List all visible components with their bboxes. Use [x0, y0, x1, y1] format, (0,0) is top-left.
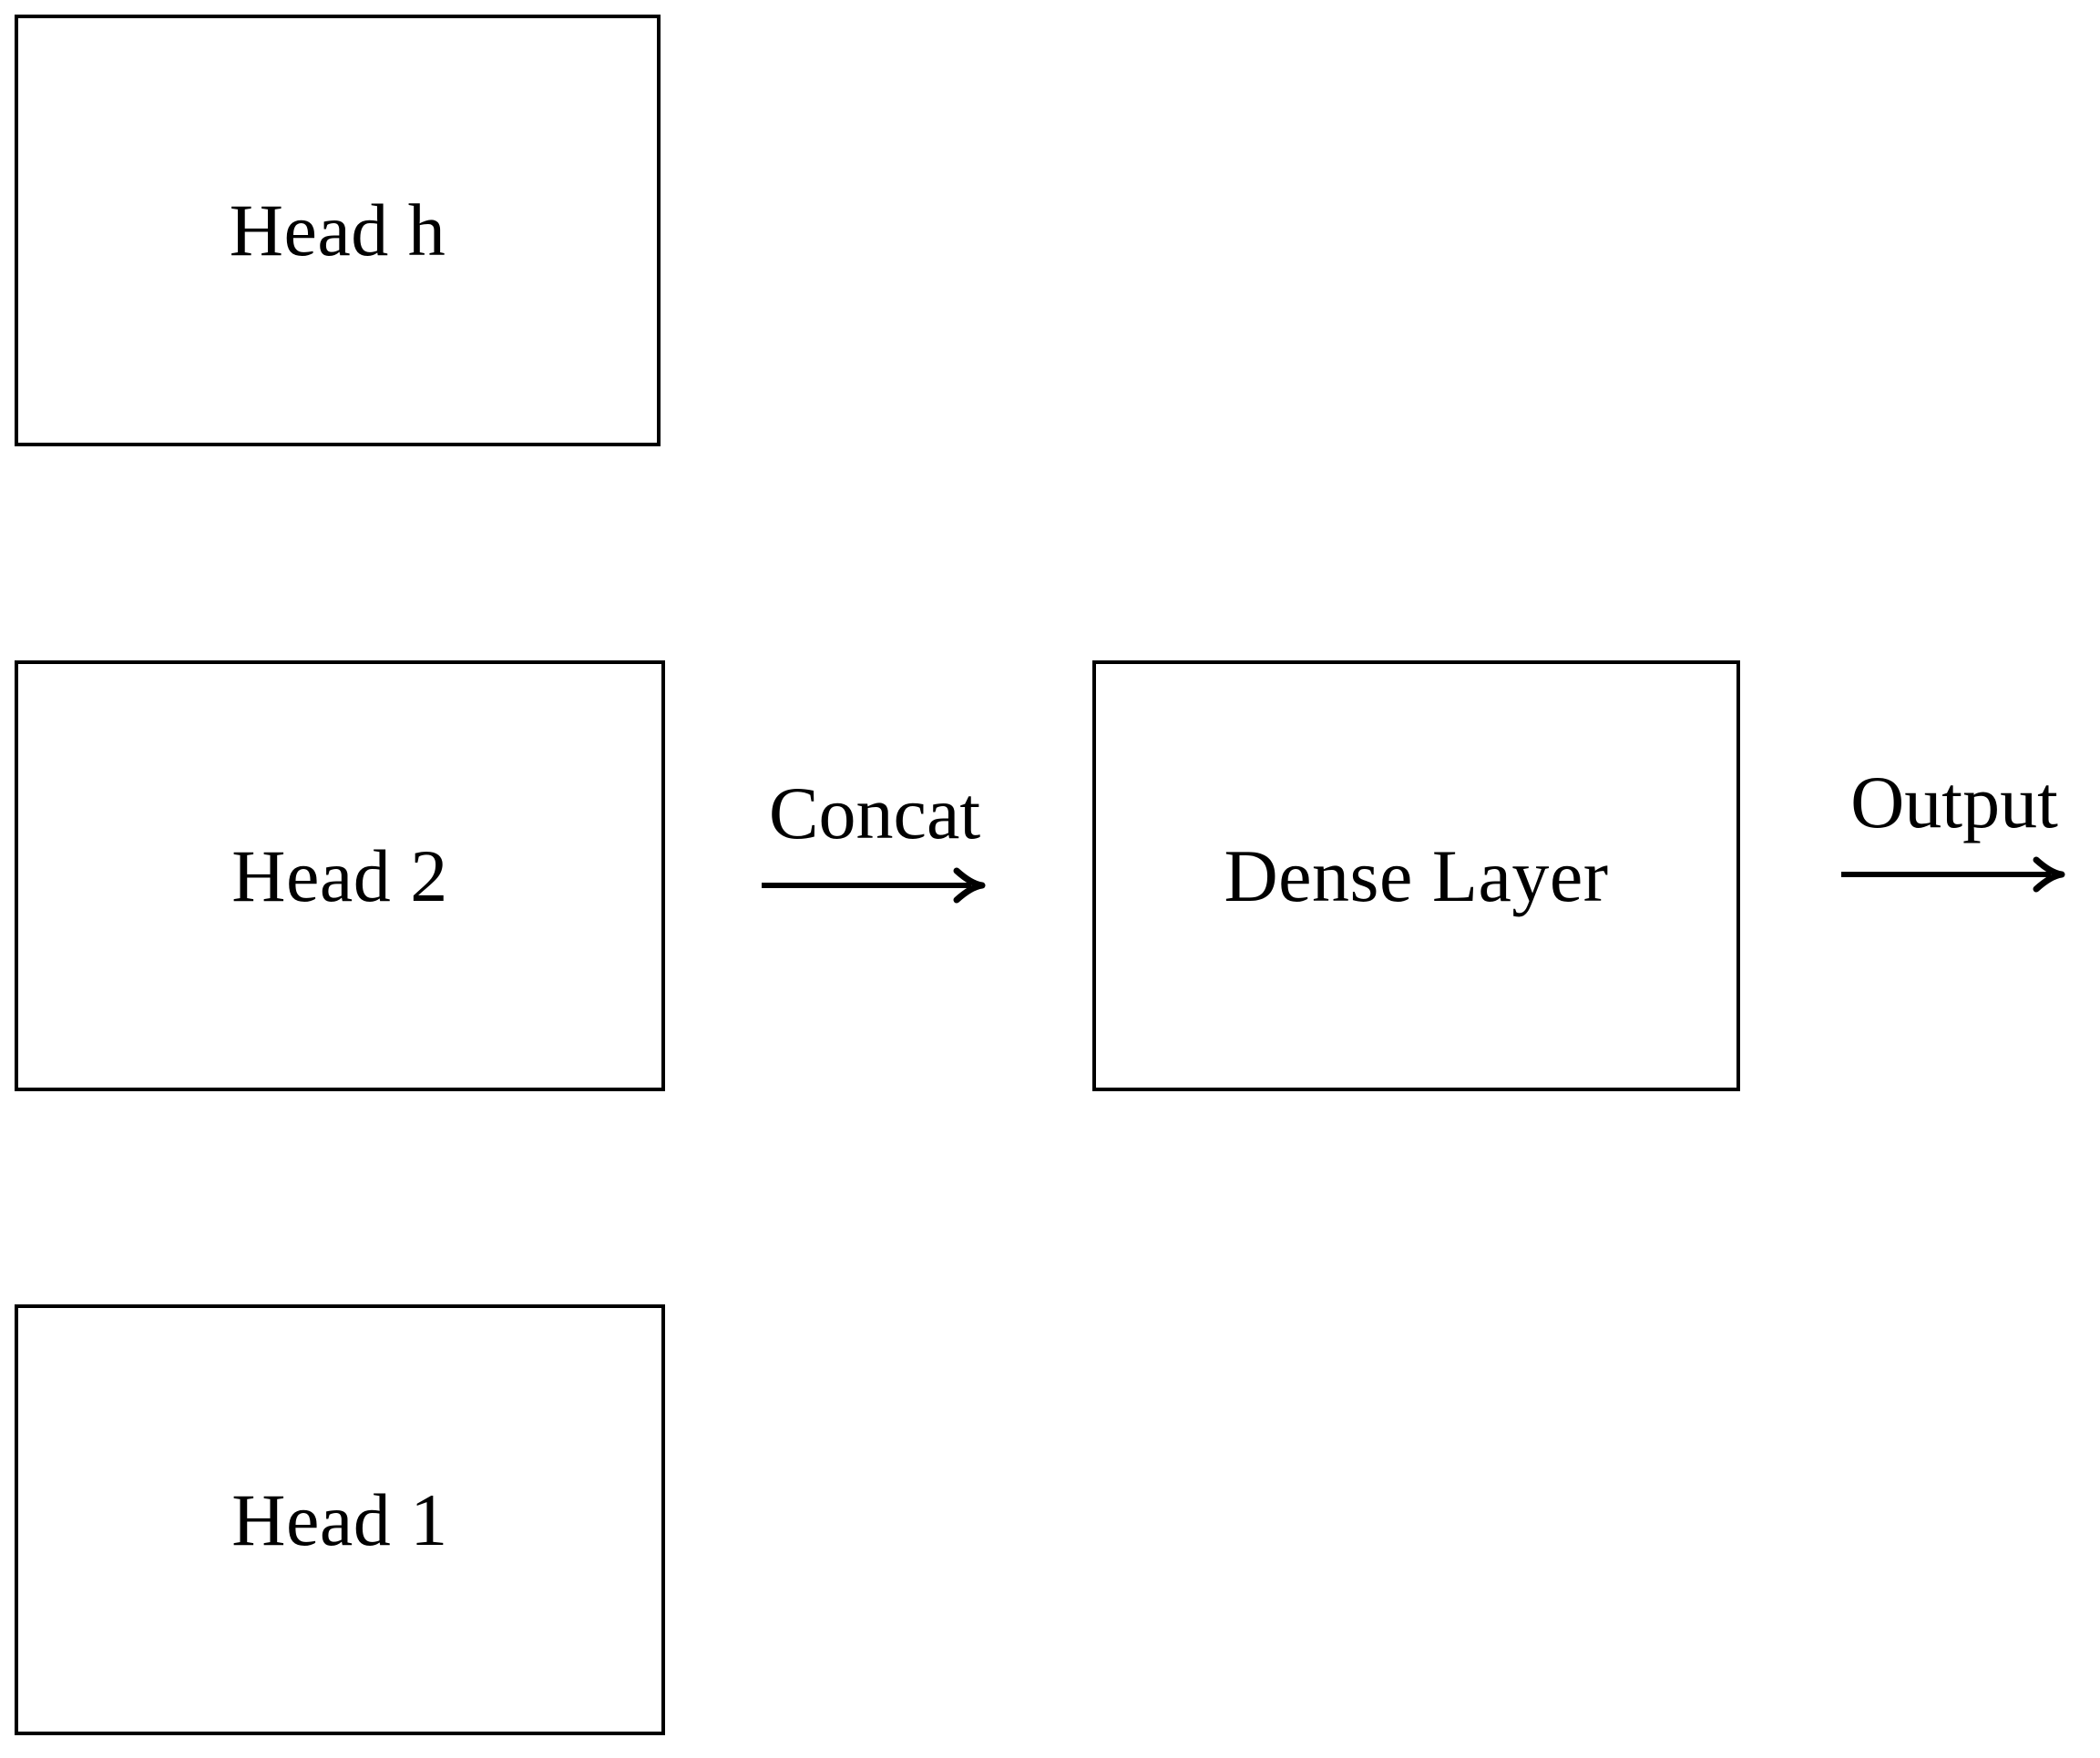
edge-concat-label: Concat: [768, 772, 981, 854]
node-head-1-label: Head 1: [231, 1477, 448, 1561]
node-dense-layer-label: Dense Layer: [1224, 833, 1609, 917]
node-head-1[interactable]: Head 1: [15, 1304, 665, 1735]
node-head-2-label: Head 2: [231, 833, 448, 917]
node-head-2[interactable]: Head 2: [15, 660, 665, 1091]
node-dense-layer[interactable]: Dense Layer: [1092, 660, 1740, 1091]
node-head-h[interactable]: Head h: [15, 15, 661, 446]
right-arrow-icon: [760, 867, 989, 904]
edge-output-label: Output: [1850, 761, 2058, 843]
edge-concat: Concat: [747, 776, 1002, 904]
node-head-h-label: Head h: [229, 189, 446, 271]
edge-output: Output: [1818, 765, 2091, 893]
right-arrow-icon: [1839, 856, 2069, 893]
